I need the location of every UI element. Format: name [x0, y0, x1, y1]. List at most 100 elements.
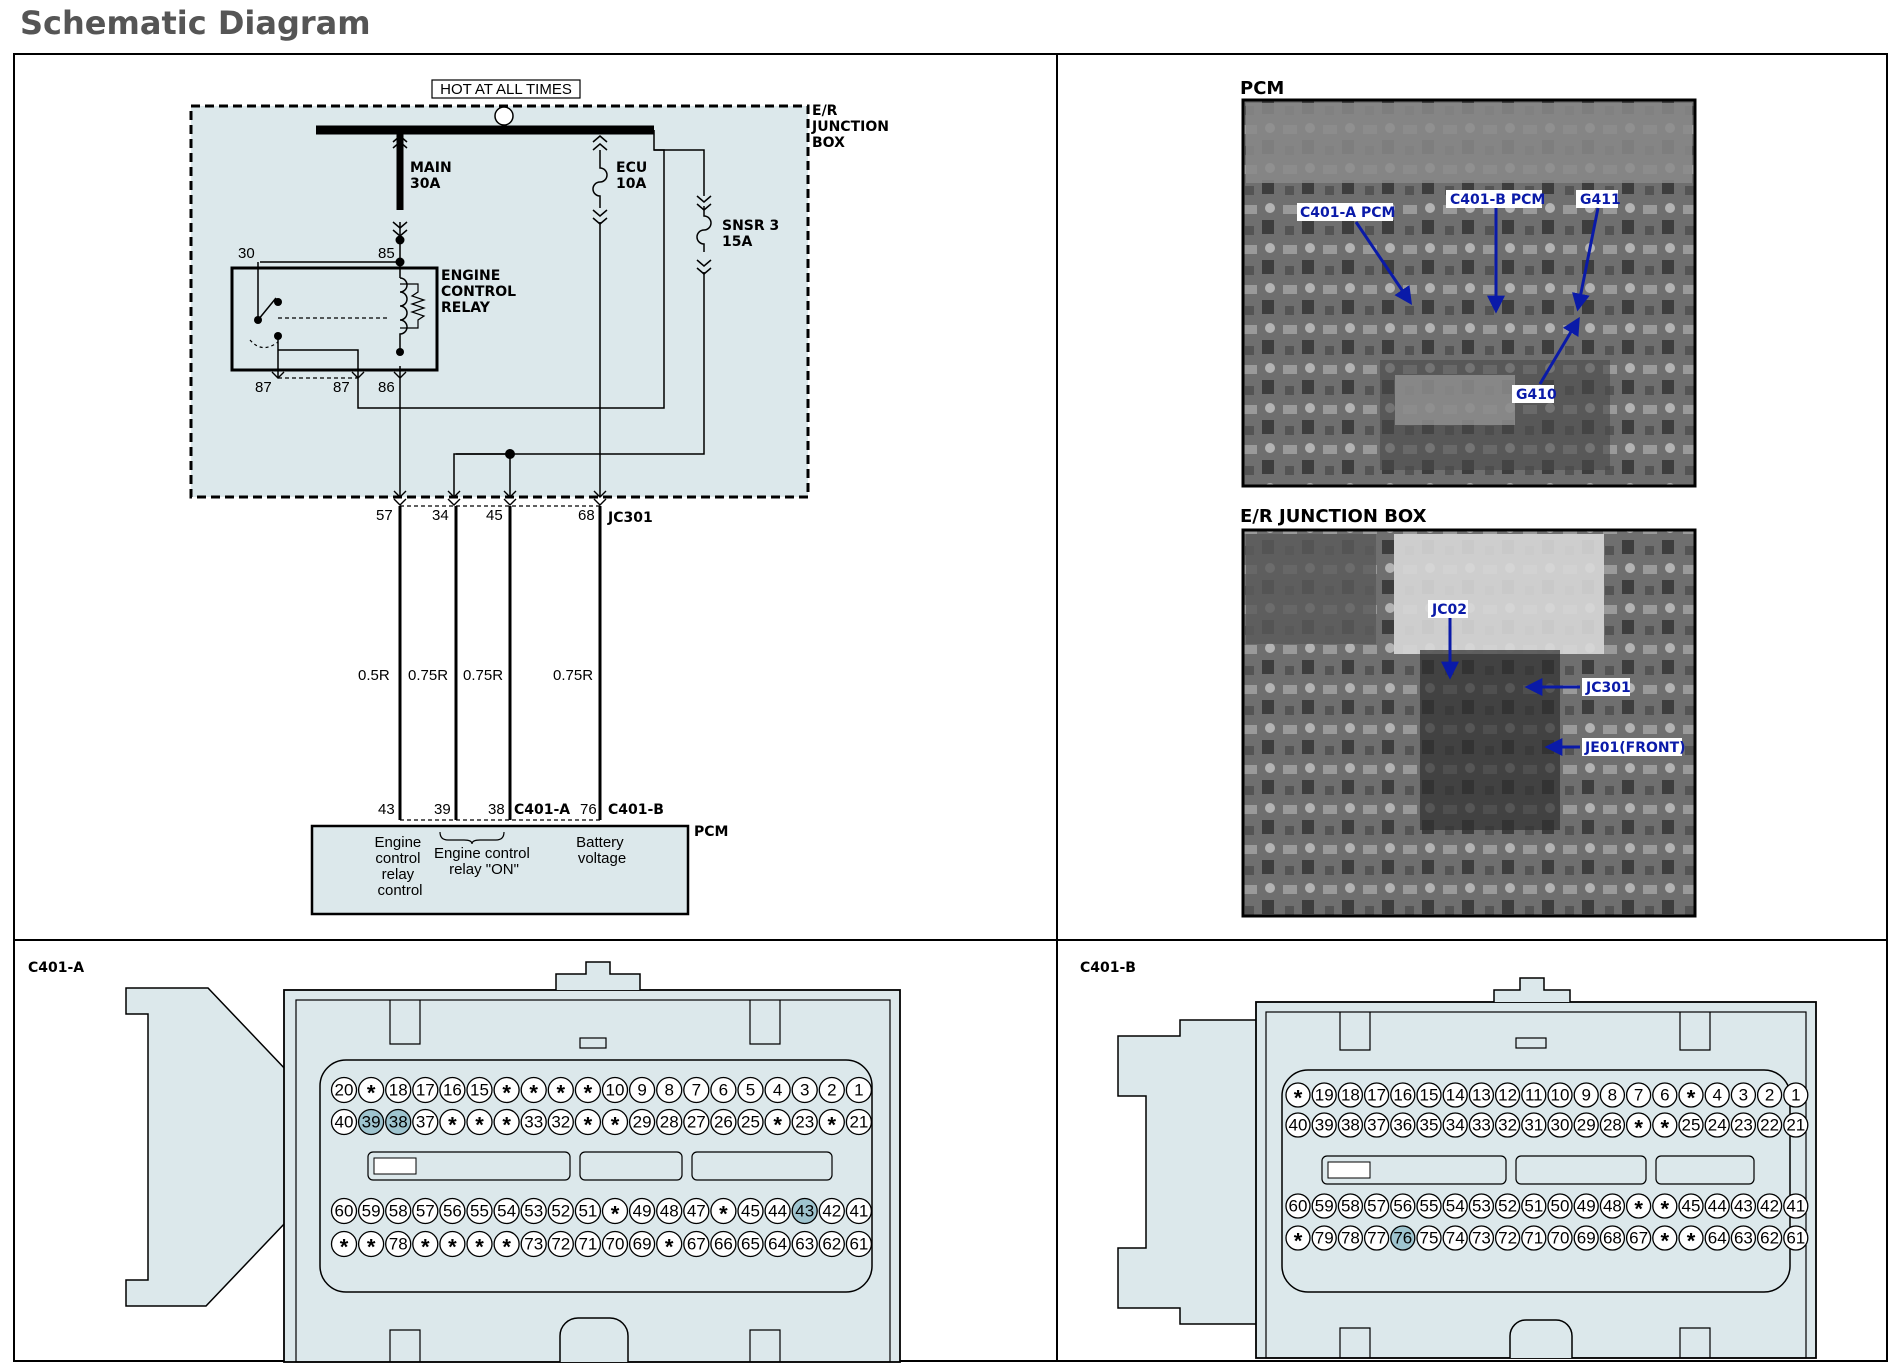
pcm-module [310, 824, 690, 916]
connector-b-pin [1442, 1193, 1468, 1219]
connector-a-pin [791, 1108, 818, 1136]
svg-text:G411: G411 [1580, 192, 1621, 208]
connector-a-pin-label: * [502, 1113, 511, 1138]
connector-a-pin-label: 21 [849, 1113, 868, 1132]
fuse-ecu-label: ECU 10A [616, 160, 652, 192]
connector-b-pin [1573, 1193, 1599, 1219]
connector-a-pin [547, 1197, 574, 1225]
connector-b-pin-label: 42 [1760, 1197, 1779, 1216]
connector-b-title: C401-B [1080, 960, 1136, 976]
connector-b-pin [1521, 1112, 1547, 1138]
connector-b-pin-label: 63 [1734, 1229, 1753, 1248]
connector-b-pin [1311, 1225, 1337, 1251]
connector-b-pin-label: * [1661, 1197, 1670, 1222]
wire-label-1: 0.5R [358, 667, 390, 684]
pcm-fn-relay-on: Engine control relay "ON" [434, 845, 534, 878]
connector-a-pin [818, 1076, 845, 1104]
connector-a-pin [710, 1230, 737, 1258]
connector-b-pin [1311, 1112, 1337, 1138]
connector-a-pin-label: * [719, 1202, 728, 1227]
connector-b-pin-label: * [1634, 1197, 1643, 1222]
connector-a-pin-label: 37 [416, 1113, 435, 1132]
connector-a-pin [357, 1076, 385, 1104]
connector-a-pin-label: 8 [664, 1081, 673, 1100]
connector-a-pin [845, 1197, 873, 1225]
connector-b-pin [1468, 1112, 1495, 1138]
connector-a-pin-label: 32 [551, 1113, 570, 1132]
pcm-pin-38: 38 [488, 801, 505, 818]
connector-a-pin-label: 52 [551, 1202, 570, 1221]
connector-a-pin-label: 43 [795, 1202, 814, 1221]
connector-a-pin [330, 1076, 358, 1104]
connector-a-pin [412, 1230, 439, 1258]
connector-a-pin [710, 1076, 737, 1104]
connector-a-pin-label: 18 [389, 1081, 408, 1100]
connector-b-pin [1783, 1112, 1809, 1138]
connector-a-pin-label: * [340, 1235, 349, 1260]
connector-b-pin-label: 58 [1341, 1197, 1360, 1216]
connector-a-pin-label: 49 [633, 1202, 652, 1221]
connector-b-pin [1337, 1193, 1364, 1219]
jc-pin-68: 68 [578, 507, 595, 524]
connector-a-pin [385, 1197, 412, 1225]
connector-b-pin-label: 50 [1551, 1197, 1570, 1216]
connector-b-pin-label: 45 [1682, 1197, 1701, 1216]
connector-b-pin-label: 55 [1420, 1197, 1439, 1216]
connector-b-pin [1468, 1193, 1495, 1219]
connector-a-pin-label: 20 [335, 1081, 354, 1100]
connector-b-pin-label: 59 [1315, 1197, 1334, 1216]
connector-b-pin [1416, 1193, 1442, 1219]
connector-b-pin-label: * [1661, 1116, 1670, 1141]
connector-b-pin-label: 77 [1367, 1229, 1386, 1248]
connector-a-pin [520, 1108, 547, 1136]
connector-b-pin [1442, 1225, 1468, 1251]
connector-b-pin-label: * [1294, 1229, 1303, 1254]
junction-box-label: E/R JUNCTION BOX [811, 103, 894, 151]
connector-a-pin [439, 1076, 466, 1104]
connector-b-pin [1390, 1193, 1416, 1219]
connector-a-pin-label: 29 [633, 1113, 652, 1132]
connector-a-pin-label: 56 [443, 1202, 462, 1221]
connector-b-pin [1547, 1193, 1573, 1219]
connector-a-pin-label: 59 [362, 1202, 381, 1221]
svg-text:JC02: JC02 [1431, 602, 1467, 618]
connector-b-pin-label: 32 [1498, 1116, 1517, 1135]
callout-g410 [1512, 385, 1554, 403]
connector-a-pin [385, 1076, 412, 1104]
connector-a-pin-label: 4 [773, 1081, 782, 1100]
connector-a-pin [466, 1076, 493, 1104]
circuit-schematic: HOT AT ALL TIMES E/R JUNCTION BOX MAIN 3… [189, 79, 894, 916]
connector-a-pin [656, 1230, 683, 1258]
wire-label-2: 0.75R [408, 667, 448, 684]
connector-a-pin [764, 1230, 791, 1258]
connector-a-pin [683, 1076, 710, 1104]
connector-a-pin-label: * [611, 1113, 620, 1138]
connector-b-pin-label: 54 [1446, 1197, 1465, 1216]
connector-a-pin-label: 25 [741, 1113, 760, 1132]
fuse-main-label: MAIN 30A [410, 160, 457, 192]
wire-label-3: 0.75R [463, 667, 503, 684]
connector-b-pin-label: 38 [1341, 1116, 1360, 1135]
connector-a-pin-label: 70 [606, 1235, 625, 1254]
connector-a-pin-label: 6 [719, 1081, 728, 1100]
connector-a-pin-label: 38 [389, 1113, 408, 1132]
connector-b-pin-label: 7 [1634, 1086, 1643, 1105]
connector-a-pin-label: 15 [470, 1081, 489, 1100]
junction-photo-caption: E/R JUNCTION BOX [1240, 506, 1427, 527]
connector-a-pin [764, 1108, 791, 1136]
connector-a-pin-label: 64 [768, 1235, 787, 1254]
connector-b-pin [1416, 1082, 1442, 1108]
connector-a-pin-label: 39 [362, 1113, 381, 1132]
connector-b-pin-label: 13 [1472, 1086, 1491, 1105]
connector-b-pin [1652, 1082, 1678, 1108]
connector-b-pin [1756, 1112, 1783, 1138]
connector-b-pin [1285, 1225, 1311, 1251]
connector-b-pin-label: 30 [1551, 1116, 1570, 1135]
pcm-photo-panel: PCM C401-A PCM C401-B PCM G411 G410 [1240, 78, 1697, 488]
connector-a-pin [628, 1076, 656, 1104]
connector-a-pin-label: * [448, 1113, 457, 1138]
pcm-fn-relay-control: Engine control relay control [375, 834, 426, 899]
connector-a-pin [683, 1197, 710, 1225]
connector-a-pin [764, 1197, 791, 1225]
connector-b-pin-label: 4 [1712, 1086, 1721, 1105]
